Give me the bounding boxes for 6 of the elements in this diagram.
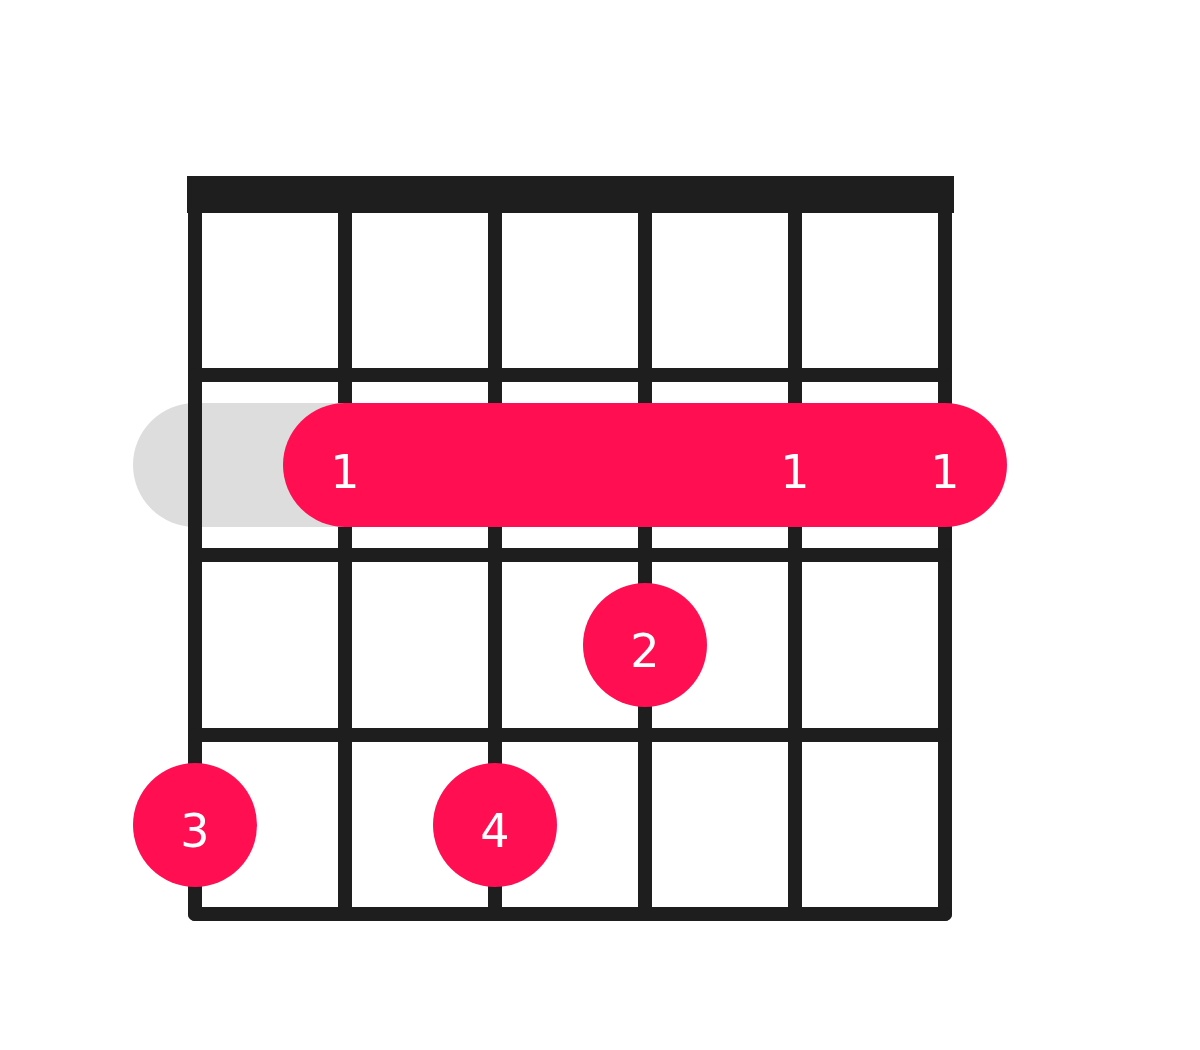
- finger-number: 1: [329, 452, 361, 492]
- finger-number: 3: [179, 811, 211, 851]
- finger-number: 1: [779, 452, 811, 492]
- finger-number: 2: [629, 631, 661, 671]
- finger-number: 4: [479, 811, 511, 851]
- finger-number: 1: [929, 452, 961, 492]
